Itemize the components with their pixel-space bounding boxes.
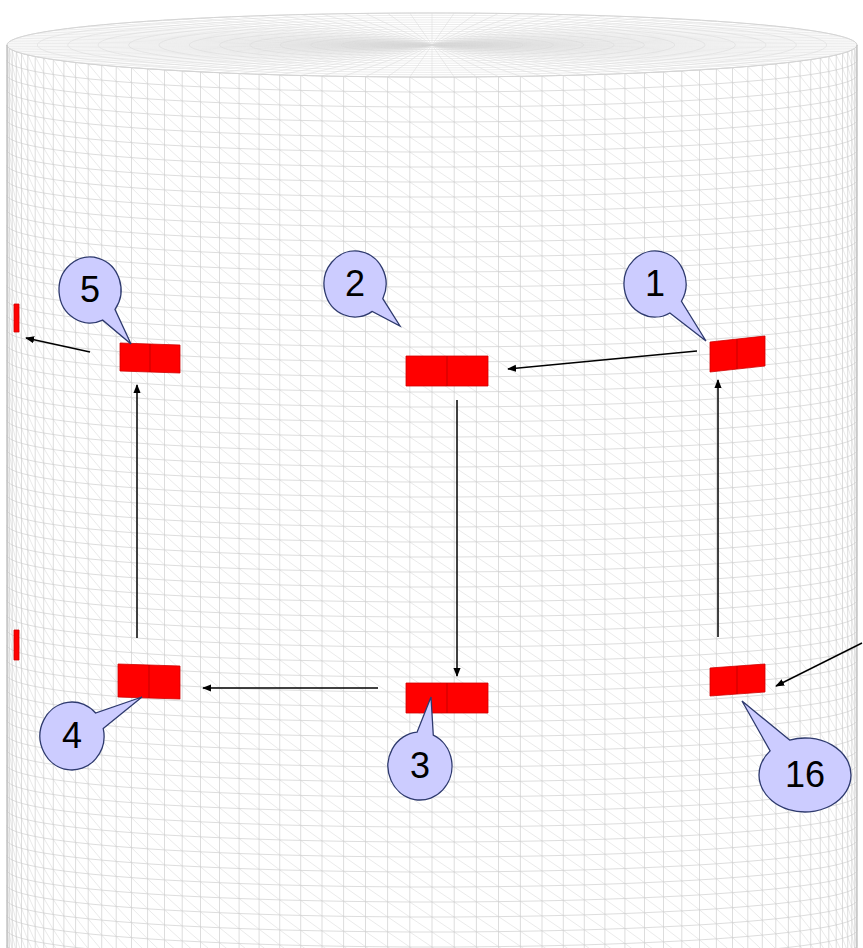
sequence-arrow bbox=[776, 643, 862, 686]
callout-number: 16 bbox=[785, 757, 825, 793]
callout-number: 4 bbox=[62, 718, 82, 754]
sequence-arrow bbox=[456, 400, 458, 676]
callout-bubble: 5 bbox=[59, 257, 121, 323]
callout-number: 3 bbox=[410, 748, 430, 784]
red-patch bbox=[14, 630, 19, 660]
sequence-arrow bbox=[717, 380, 719, 637]
red-patch bbox=[710, 664, 765, 696]
callout-outline bbox=[624, 251, 706, 341]
callout-bubble: 1 bbox=[624, 251, 686, 317]
red-patch bbox=[406, 683, 488, 713]
red-patch bbox=[118, 664, 180, 699]
callout-outline bbox=[59, 257, 131, 344]
callout-bubble: 3 bbox=[388, 732, 452, 800]
sequence-arrow bbox=[26, 338, 90, 352]
callout-outline bbox=[388, 697, 452, 800]
red-patch bbox=[14, 304, 19, 332]
callout-number: 2 bbox=[345, 266, 365, 302]
callout-outline bbox=[40, 697, 142, 770]
callout-bubble: 2 bbox=[324, 251, 386, 317]
callout-number: 1 bbox=[645, 266, 665, 302]
callout-outline bbox=[324, 251, 400, 326]
sequence-arrow bbox=[508, 351, 697, 369]
sequence-arrow bbox=[203, 687, 378, 689]
red-patch bbox=[710, 336, 765, 372]
callout-outline bbox=[742, 701, 851, 812]
callout-bubble: 4 bbox=[40, 702, 104, 770]
red-patch bbox=[406, 356, 488, 386]
callout-bubble: 16 bbox=[759, 738, 851, 812]
red-patch bbox=[120, 343, 180, 373]
callout-number: 5 bbox=[80, 272, 100, 308]
sequence-arrow bbox=[136, 385, 138, 638]
